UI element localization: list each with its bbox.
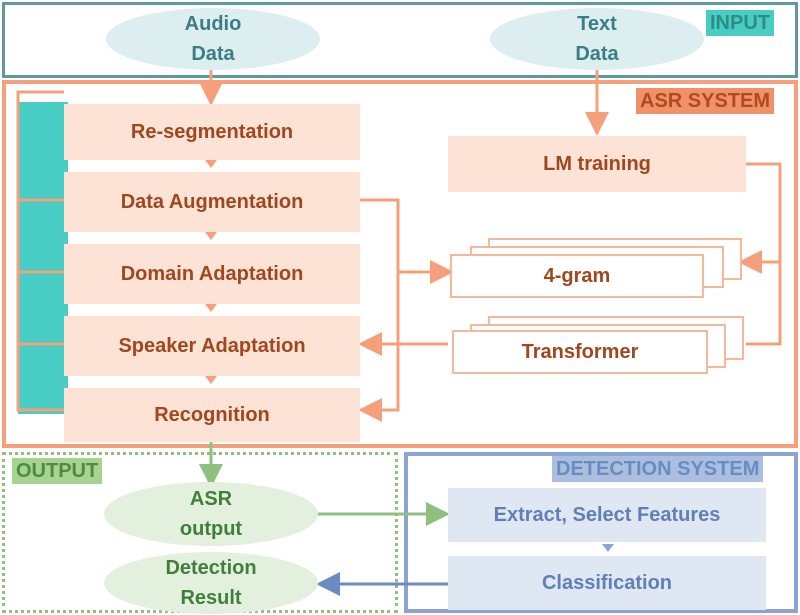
text-data-line-2: Data — [575, 43, 619, 65]
asr-output-line-2: output — [179, 518, 243, 540]
detection-system-tag: DETECTION SYSTEM — [552, 456, 764, 482]
input-tag: INPUT — [706, 10, 774, 36]
transformer-box: Transformer — [452, 330, 708, 374]
asr-output-line-1: ASR — [189, 488, 233, 510]
re-segmentation-box: Re-segmentation — [64, 104, 360, 160]
detection-result-ellipse: Detection Result — [104, 552, 318, 614]
detection-system-region — [404, 452, 798, 613]
extract-select-features-box: Extract, Select Features — [448, 488, 766, 542]
transformer-label: Transformer — [521, 340, 639, 363]
four-gram-box: 4-gram — [450, 254, 704, 298]
four-gram-label: 4-gram — [543, 264, 611, 287]
detection-result-line-2: Result — [180, 587, 242, 609]
asr-system-tag: ASR SYSTEM — [636, 88, 775, 114]
lm-training-box: LM training — [448, 136, 746, 192]
output-tag: OUTPUT — [12, 458, 103, 484]
asr-output-ellipse: ASR output — [104, 482, 318, 546]
asr-system-region — [2, 80, 798, 448]
detection-result-line-1: Detection — [165, 557, 257, 579]
audio-data-line-1: Audio — [184, 13, 242, 35]
text-data-line-1: Text — [577, 13, 617, 35]
data-augmentation-box: Data Augmentation — [64, 172, 360, 232]
recognition-box: Recognition — [64, 388, 360, 442]
speaker-adaptation-box: Speaker Adaptation — [64, 316, 360, 376]
classification-box: Classification — [448, 556, 766, 610]
audio-data-line-2: Data — [191, 43, 235, 65]
text-data-ellipse: Text Data — [490, 8, 704, 70]
teal-bar — [18, 102, 68, 414]
domain-adaptation-box: Domain Adaptation — [64, 244, 360, 304]
audio-data-ellipse: Audio Data — [106, 8, 320, 70]
input-region — [2, 2, 798, 78]
